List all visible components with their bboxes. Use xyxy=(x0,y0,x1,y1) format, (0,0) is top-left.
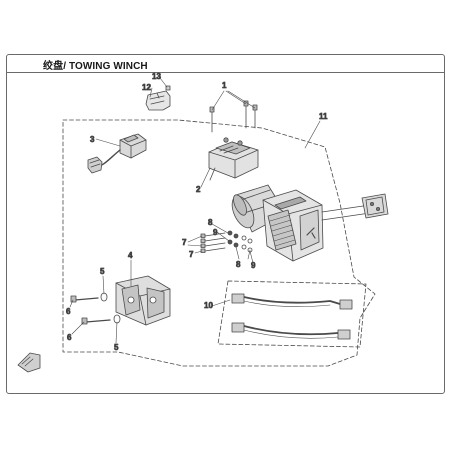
mounting-hardware xyxy=(200,230,253,253)
leader-lines xyxy=(69,77,321,344)
switch-assembly xyxy=(87,85,171,174)
front-direction-icon xyxy=(17,352,41,373)
callout-11: 11 xyxy=(319,112,328,121)
mounting-plate xyxy=(70,275,171,326)
diagram-frame xyxy=(6,54,445,394)
wiring-cables xyxy=(231,293,353,340)
wiring-box xyxy=(217,280,367,348)
switch-connector xyxy=(87,156,103,174)
callout-9a: 9 xyxy=(213,228,218,237)
page-title: 绞盘/ TOWING WINCH xyxy=(43,61,148,72)
title-bar xyxy=(6,54,445,73)
callout-10: 10 xyxy=(204,301,213,310)
callout-8b: 8 xyxy=(236,260,241,269)
callout-9b: 9 xyxy=(251,261,256,270)
winch-body xyxy=(231,184,389,262)
callout-13: 13 xyxy=(152,72,161,81)
callout-7b: 7 xyxy=(189,250,194,259)
callout-6b: 6 xyxy=(67,333,72,342)
callout-8a: 8 xyxy=(208,218,213,227)
switch-bracket xyxy=(145,90,171,111)
callout-1: 1 xyxy=(222,81,227,90)
callout-3: 3 xyxy=(90,135,95,144)
callout-4: 4 xyxy=(128,251,133,260)
assembly-boundary xyxy=(62,119,376,367)
callout-2: 2 xyxy=(196,185,201,194)
solenoid-box xyxy=(208,100,259,181)
callout-5b: 5 xyxy=(114,343,119,352)
callout-6a: 6 xyxy=(66,307,71,316)
callout-7a: 7 xyxy=(182,238,187,247)
callout-5a: 5 xyxy=(100,267,105,276)
callout-12: 12 xyxy=(142,83,151,92)
